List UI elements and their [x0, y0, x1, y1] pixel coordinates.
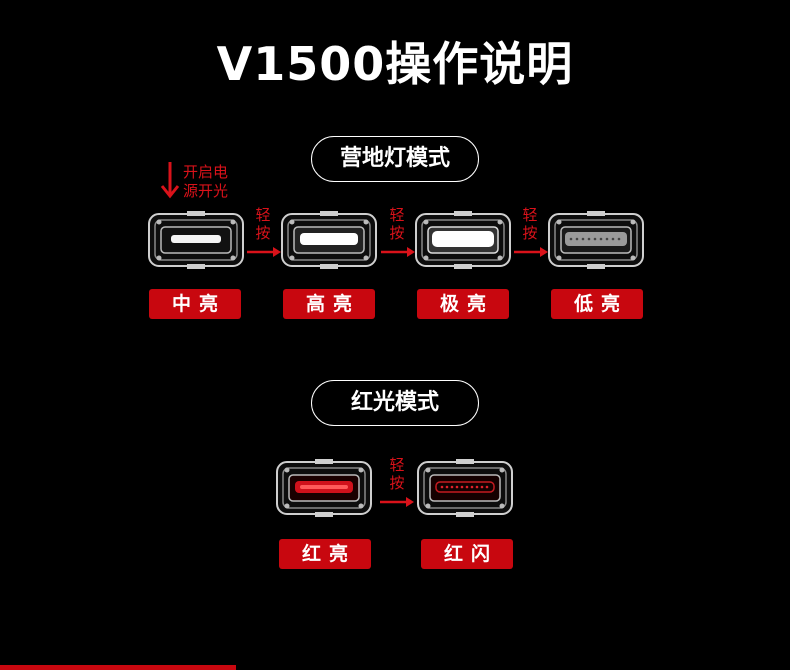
state-badge-red-steady: 红亮 [279, 539, 371, 569]
state-badge-low: 低亮 [551, 289, 643, 319]
camp-mode-label: 营地灯模式 [311, 136, 479, 182]
right-arrow-icon [247, 247, 281, 257]
lamp-high-icon [281, 211, 377, 269]
page-title: V1500操作说明 [216, 37, 574, 91]
tap-label: 轻按 [388, 456, 406, 492]
lamp-low-icon [548, 211, 644, 269]
tap-label-text: 轻按 [389, 456, 405, 492]
power-note-line1: 开启电 [183, 163, 229, 181]
right-arrow-icon [380, 497, 414, 507]
lamp-red-steady-icon [276, 459, 372, 517]
lamp-medium-icon [148, 211, 244, 269]
state-badge-max: 极亮 [417, 289, 509, 319]
right-arrow-icon [514, 247, 548, 257]
state-badge-high: 高亮 [283, 289, 375, 319]
power-note-line2: 源开光 [183, 182, 229, 200]
tap-label: 轻按 [254, 206, 272, 242]
lamp-red-flash-icon [417, 459, 513, 517]
down-arrow-icon [160, 162, 180, 199]
state-badge-medium: 中亮 [149, 289, 241, 319]
tap-label-text: 轻按 [522, 206, 538, 242]
tap-label-text: 轻按 [255, 206, 271, 242]
red-mode-label: 红光模式 [311, 380, 479, 426]
lamp-max-icon [415, 211, 511, 269]
tap-label-text: 轻按 [389, 206, 405, 242]
state-badge-red-flash: 红闪 [421, 539, 513, 569]
right-arrow-icon [381, 247, 415, 257]
bottom-accent-bar [0, 665, 236, 670]
tap-label: 轻按 [388, 206, 406, 242]
tap-label: 轻按 [521, 206, 539, 242]
